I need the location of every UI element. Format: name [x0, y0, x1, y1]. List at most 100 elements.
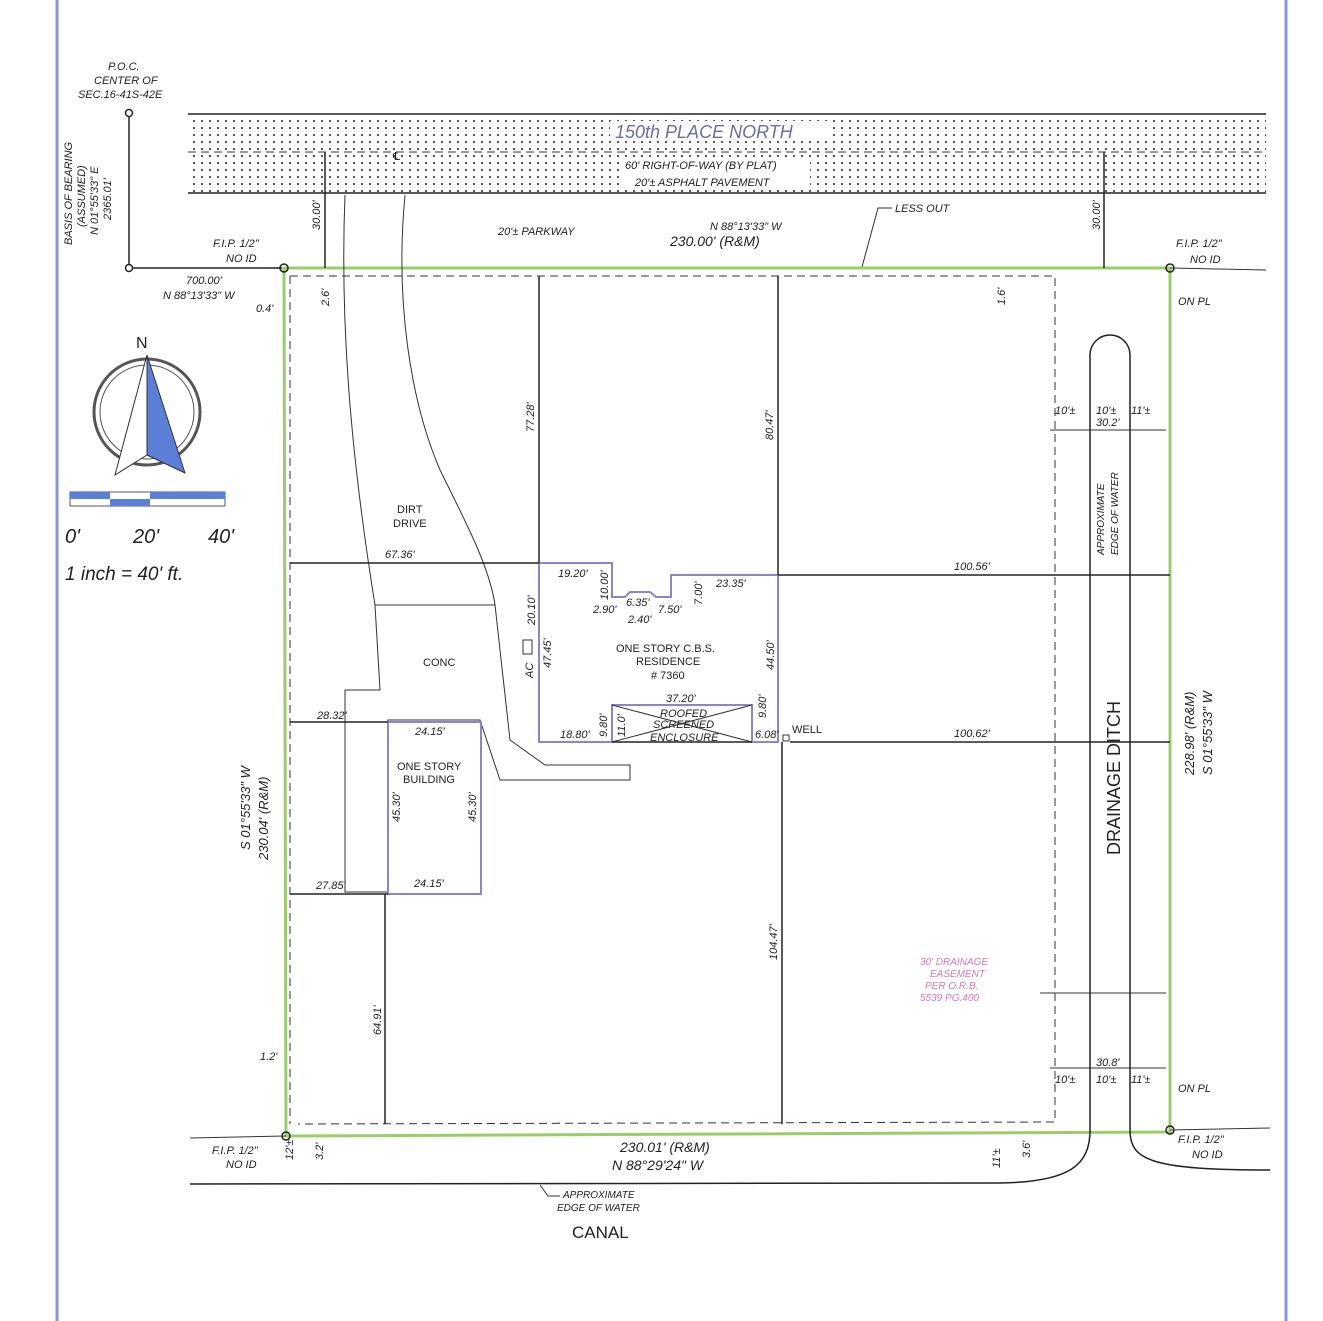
- well-label: WELL: [792, 724, 822, 736]
- enclosure3-label: ENCLOSURE: [650, 732, 719, 744]
- d6736-label: 67.36': [385, 549, 416, 561]
- d3720-label: 37.20': [666, 693, 697, 705]
- drainage-ditch: DRAINAGE DITCH APPROXIMATE EDGE OF WATER…: [189, 334, 1271, 1242]
- d11pm3-label: 11'±: [1131, 1074, 1151, 1086]
- d980a-label: 9.80': [598, 713, 610, 737]
- basis-distance: 2365.01': [102, 177, 114, 221]
- d6491-label: 64.91': [372, 1004, 384, 1035]
- d10pm3-label: 10'±: [1055, 1074, 1075, 1086]
- d10062-label: 100.62': [954, 728, 991, 740]
- d11pm2-label: 11'±: [1131, 405, 1151, 417]
- easement1-label: 30' DRAINAGE: [920, 957, 988, 968]
- d12pm-label: 12'±: [284, 1140, 296, 1160]
- building2-label: BUILDING: [403, 774, 455, 786]
- d11pm-label: 11'±: [991, 1148, 1003, 1168]
- residence1-label: ONE STORY C.B.S.: [616, 643, 715, 655]
- d32-label: 3.2': [314, 1142, 326, 1160]
- d2832-label: 28.32': [316, 710, 348, 722]
- d26-label: 2.6': [320, 288, 332, 307]
- easement4-label: 5539 PG.400: [920, 993, 979, 1004]
- ac-unit: [522, 639, 533, 655]
- t20-label: 20': [132, 526, 160, 548]
- north-arrow-icon: N: [92, 335, 202, 477]
- ratio-label: 1 inch = 40' ft.: [65, 564, 183, 585]
- dirt-drive: DIRT DRIVE: [343, 194, 496, 606]
- road-row: 60' RIGHT-OF-WAY (BY PLAT): [625, 160, 777, 172]
- d750-label: 7.50': [658, 604, 682, 616]
- tie-distance: 700.00': [186, 275, 223, 287]
- edge-water2-label: EDGE OF WATER: [557, 1203, 640, 1214]
- west-line-distance: 230.04' (R&M): [256, 777, 271, 861]
- d10pm4-label: 10'±: [1096, 1074, 1116, 1086]
- scale-bar: 0' 20' 40' 1 inch = 40' ft.: [65, 491, 235, 585]
- d1880-label: 18.80': [560, 729, 591, 741]
- d2415b-label: 24.15': [413, 878, 445, 890]
- noid-label: NO ID: [1190, 254, 1221, 266]
- south-line-bearing: N 88°29'24" W: [612, 1157, 705, 1173]
- d2415a-label: 24.15': [414, 726, 446, 738]
- fip-label: F.I.P. 1/2": [1178, 1134, 1225, 1146]
- d12-label: 1.2': [260, 1051, 278, 1063]
- noid-label: NO ID: [226, 1159, 257, 1171]
- east-line-bearing: S 01°55'33" W: [1200, 689, 1215, 775]
- fip-label: F.I.P. 1/2": [213, 238, 260, 250]
- residence3-label: # 7360: [651, 670, 685, 682]
- centerline-symbol: ℄: [392, 151, 400, 163]
- west-line-bearing: S 01°55'33" W: [238, 764, 253, 850]
- road-pavement: 20'± ASPHALT PAVEMENT: [634, 177, 771, 189]
- d4530a-label: 45.30': [391, 791, 403, 822]
- d30a-label: 30.00': [311, 199, 323, 230]
- d1920-label: 19.20': [558, 568, 589, 580]
- concrete-area: CONC: [344, 604, 631, 893]
- east-line-distance: 228.98' (R&M): [1182, 692, 1197, 776]
- d110-label: 11.0': [616, 713, 628, 737]
- d980b-label: 9.80': [757, 694, 769, 718]
- d36-label: 3.6': [1021, 1140, 1033, 1158]
- basis-label: (ASSUMED): [76, 165, 88, 227]
- poc-label: P.O.C.: [108, 61, 140, 73]
- well: [782, 734, 790, 742]
- edge-water2-label: EDGE OF WATER: [1110, 472, 1121, 555]
- monument-labels: F.I.P. 1/2"NO ID F.I.P. 1/2"NO ID ON PL …: [212, 238, 1225, 1171]
- road: 150th PLACE NORTH 60' RIGHT-OF-WAY (BY P…: [188, 113, 1266, 268]
- d608-label: 6.08': [755, 729, 779, 741]
- parkway-label: 20'± PARKWAY: [497, 226, 575, 238]
- dimension-lines: [290, 152, 1170, 1124]
- enclosure2-label: SCREENED: [653, 719, 714, 731]
- d16-label: 1.6': [996, 287, 1008, 305]
- d10pm2-label: 10'±: [1096, 405, 1116, 417]
- ditch-label: DRAINAGE DITCH: [1104, 701, 1124, 855]
- building1-label: ONE STORY: [397, 761, 462, 773]
- d2010-label: 20.10': [526, 594, 538, 626]
- drainage-easement-label: 30' DRAINAGE EASEMENT PER O.R.B. 5539 PG…: [920, 957, 988, 1004]
- label-label: N: [136, 335, 148, 352]
- easement3-label: PER O.R.B.: [925, 981, 978, 992]
- d1000-label: 10.00': [599, 569, 611, 600]
- d302-label: 30.2': [1096, 417, 1120, 429]
- south-line-distance: 230.01' (R&M): [619, 1139, 710, 1155]
- dirt-drive2-label: DRIVE: [393, 518, 427, 530]
- enclosure1-label: ROOFED: [660, 708, 707, 720]
- on-pl-label: ON PL: [1178, 1083, 1211, 1095]
- d7728-label: 77.28': [525, 401, 537, 432]
- d308-label: 30.8': [1096, 1057, 1120, 1069]
- ac-label: AC: [524, 663, 536, 679]
- d4450-label: 44.50': [765, 639, 777, 670]
- residence2-label: RESIDENCE: [636, 656, 700, 668]
- d2785-label: 27.85': [315, 880, 347, 892]
- fip-label: F.I.P. 1/2": [212, 1145, 259, 1157]
- d290-label: 2.90': [592, 604, 617, 616]
- north-line-bearing: N 88°13'33" W: [710, 221, 783, 233]
- d10056-label: 100.56': [954, 561, 991, 573]
- d2335-label: 23.35': [715, 578, 747, 590]
- one-story-building: ONE STORY BUILDING: [387, 721, 482, 895]
- d635-label: 6.35': [626, 597, 650, 609]
- north-line-distance: 230.00' (R&M): [669, 233, 760, 249]
- poc-label: SEC.16-41S-42E: [78, 89, 163, 101]
- d700-label: 7.00': [693, 581, 705, 605]
- d30b-label: 30.00': [1091, 199, 1103, 230]
- canal-label: CANAL: [572, 1223, 629, 1242]
- d10447-label: 104.47': [768, 923, 780, 960]
- on-pl-label: ON PL: [1178, 296, 1211, 308]
